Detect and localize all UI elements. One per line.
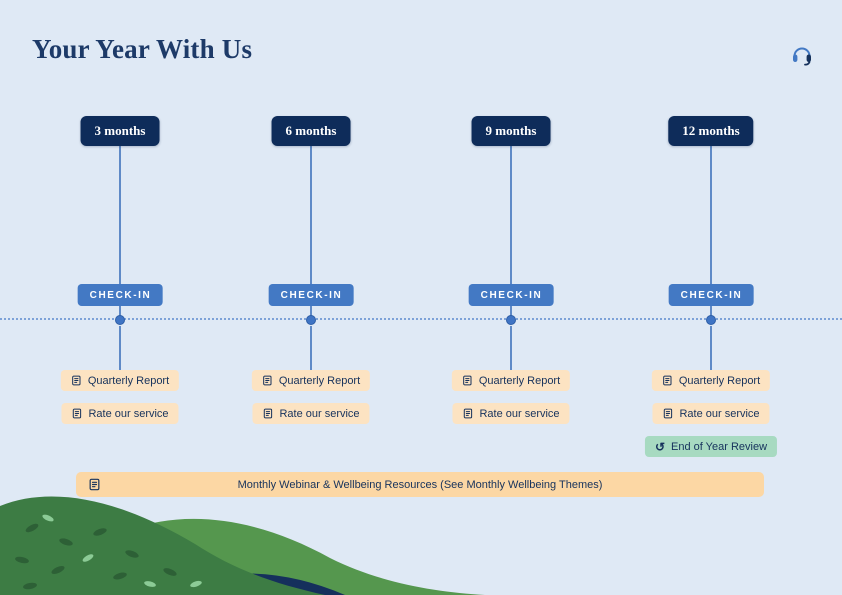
report-icon: [262, 375, 273, 386]
month-badge: 12 months: [668, 116, 754, 146]
page-title: Your Year With Us: [32, 34, 253, 64]
timeline-column-12-months: 12 months CHECK-IN Quarterly Report Rate…: [626, 116, 796, 486]
check-in-button[interactable]: CHECK-IN: [468, 284, 554, 306]
timeline-dot: [706, 315, 716, 325]
tag-rate-our-service: Rate our service: [652, 403, 770, 424]
hills-illustration: [0, 496, 485, 595]
tag-rate-our-service: Rate our service: [61, 403, 179, 424]
tag-label: Quarterly Report: [478, 374, 561, 387]
tag-label: End of Year Review: [671, 440, 768, 453]
restart-icon: ↺: [654, 439, 666, 454]
connector-line: [310, 145, 312, 316]
headset-icon: [790, 42, 814, 66]
tag-rate-our-service: Rate our service: [252, 403, 370, 424]
check-in-button[interactable]: CHECK-IN: [77, 284, 163, 306]
report-icon: [71, 375, 82, 386]
connector-line: [510, 326, 512, 370]
timeline-column-9-months: 9 months CHECK-IN Quarterly Report Rate …: [426, 116, 596, 486]
connector-line: [310, 326, 312, 370]
tag-label: Rate our service: [479, 407, 560, 420]
tag-label: Quarterly Report: [278, 374, 361, 387]
timeline-column-3-months: 3 months CHECK-IN Quarterly Report Rate …: [35, 116, 205, 486]
month-badge: 6 months: [271, 116, 351, 146]
tag-label: Rate our service: [679, 407, 760, 420]
tag-label: Quarterly Report: [678, 374, 761, 387]
report-icon: [662, 375, 673, 386]
banner-label: Monthly Webinar & Wellbeing Resources (S…: [237, 478, 603, 491]
connector-line: [119, 145, 121, 316]
report-icon: [71, 408, 82, 419]
tag-quarterly-report: Quarterly Report: [651, 370, 771, 391]
month-badge: 9 months: [471, 116, 551, 146]
timeline-dot: [306, 315, 316, 325]
connector-line: [710, 326, 712, 370]
tag-quarterly-report: Quarterly Report: [251, 370, 371, 391]
report-icon: [462, 408, 473, 419]
tag-label: Quarterly Report: [87, 374, 170, 387]
check-in-button[interactable]: CHECK-IN: [668, 284, 754, 306]
tag-quarterly-report: Quarterly Report: [451, 370, 571, 391]
tag-rate-our-service: Rate our service: [452, 403, 570, 424]
check-in-button[interactable]: CHECK-IN: [268, 284, 354, 306]
connector-line: [119, 326, 121, 370]
connector-line: [710, 145, 712, 316]
report-icon: [262, 408, 273, 419]
report-icon: [662, 408, 673, 419]
wellbeing-banner: Monthly Webinar & Wellbeing Resources (S…: [76, 472, 764, 497]
report-icon: [88, 478, 101, 491]
report-icon: [462, 375, 473, 386]
tag-label: Rate our service: [88, 407, 169, 420]
timeline-column-6-months: 6 months CHECK-IN Quarterly Report Rate …: [226, 116, 396, 486]
timeline-axis: [0, 318, 842, 320]
timeline-dot: [115, 315, 125, 325]
connector-line: [510, 145, 512, 316]
timeline-dot: [506, 315, 516, 325]
tag-label: Rate our service: [279, 407, 360, 420]
month-badge: 3 months: [80, 116, 160, 146]
tag-quarterly-report: Quarterly Report: [60, 370, 180, 391]
tag-end-of-year-review: ↺ End of Year Review: [644, 436, 778, 457]
